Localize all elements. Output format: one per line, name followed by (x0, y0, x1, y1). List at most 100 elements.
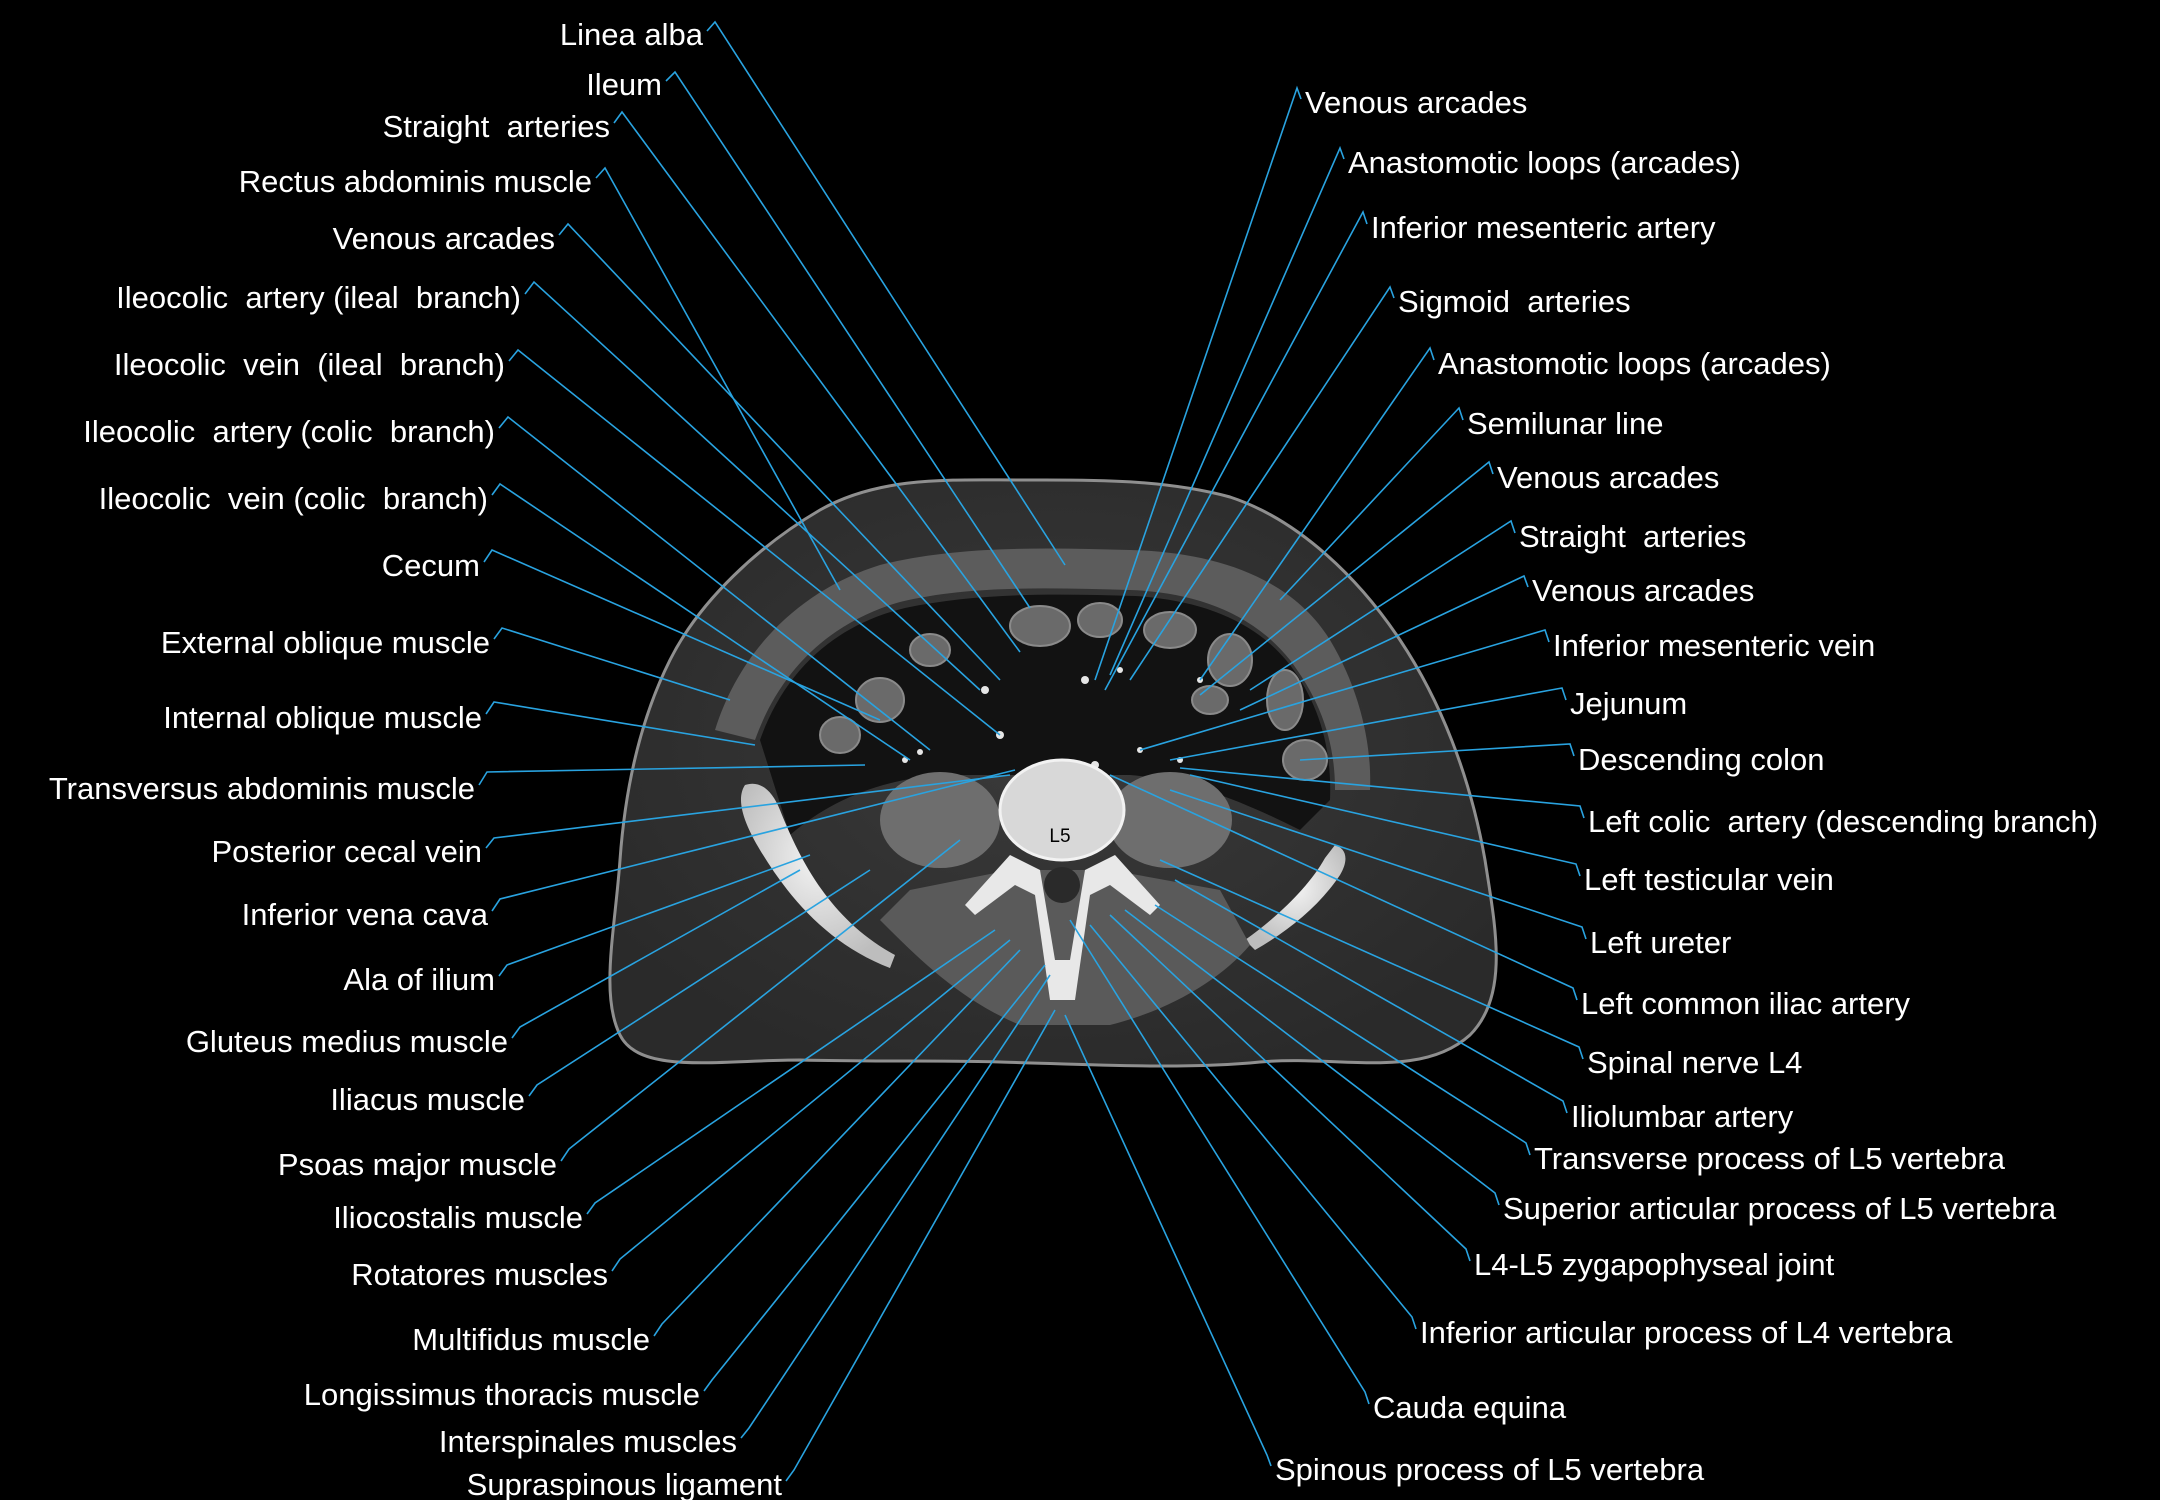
right-label-9: Inferior mesenteric vein (1553, 628, 1875, 663)
left-leader-line-4 (558, 222, 1001, 681)
right-leader-line-5 (1279, 406, 1464, 601)
left-leader-line-2 (613, 110, 1021, 653)
right-leader-line-9 (1139, 629, 1550, 751)
left-leader-line-7 (498, 415, 931, 751)
left-label-1: Ileum (586, 67, 662, 102)
right-label-20: L4-L5 zygapophyseal joint (1474, 1247, 1835, 1282)
left-label-17: Iliacus muscle (330, 1082, 525, 1117)
left-label-21: Multifidus muscle (412, 1322, 650, 1357)
left-label-2: Straight arteries (383, 109, 610, 144)
right-label-21: Inferior articular process of L4 vertebr… (1420, 1315, 1953, 1350)
left-label-18: Psoas major muscle (278, 1147, 557, 1182)
right-leader-line-22 (1069, 919, 1370, 1405)
left-leader-line-23 (740, 974, 1051, 1439)
left-leader-line-17 (528, 869, 871, 1097)
left-label-5: Ileocolic artery (ileal branch) (116, 280, 521, 315)
left-leader-line-1 (665, 70, 1031, 609)
left-leader-line-12 (478, 764, 866, 786)
ct-scan-image: L5 (608, 478, 1498, 1068)
left-leader-line-22 (703, 964, 1046, 1392)
right-label-12: Left colic artery (descending branch) (1588, 804, 2098, 839)
right-label-15: Left common iliac artery (1581, 986, 1911, 1021)
left-leader-line-14 (491, 769, 1016, 912)
left-label-4: Venous arcades (333, 221, 555, 256)
left-label-11: Internal oblique muscle (163, 700, 482, 735)
left-leader-line-5 (524, 280, 981, 691)
right-leader-line-11 (1299, 743, 1575, 761)
right-label-0: Venous arcades (1305, 85, 1527, 120)
left-leader-line-6 (508, 348, 1001, 736)
right-label-8: Venous arcades (1532, 573, 1754, 608)
right-leader-line-15 (1109, 774, 1578, 1001)
left-leader-line-16 (511, 869, 801, 1039)
left-leader-line-10 (493, 627, 731, 701)
l5-posterior-elements (965, 855, 1160, 1000)
left-psoas (880, 772, 1000, 868)
right-label-10: Jejunum (1570, 686, 1687, 721)
left-label-7: Ileocolic artery (colic branch) (83, 414, 495, 449)
right-leader-line-0 (1094, 85, 1302, 681)
right-leader-line-16 (1159, 859, 1584, 1060)
right-leader-line-23 (1064, 1014, 1272, 1467)
right-leader-line-1 (1109, 145, 1345, 676)
left-label-0: Linea alba (560, 17, 704, 52)
left-label-6: Ileocolic vein (ileal branch) (114, 347, 505, 382)
right-psoas (1108, 772, 1232, 868)
right-label-19: Superior articular process of L5 vertebr… (1503, 1191, 2057, 1226)
left-leader-line-3 (595, 166, 841, 591)
left-leader-line-24 (785, 1009, 1056, 1482)
vertebra-label: L5 (1049, 826, 1070, 847)
right-label-5: Semilunar line (1467, 406, 1663, 441)
right-leader-line-7 (1249, 519, 1516, 691)
right-label-23: Spinous process of L5 vertebra (1275, 1452, 1705, 1487)
right-label-17: Iliolumbar artery (1571, 1099, 1794, 1134)
left-label-20: Rotatores muscles (351, 1257, 608, 1292)
left-label-8: Ileocolic vein (colic branch) (99, 481, 488, 516)
right-leader-line-19 (1124, 909, 1500, 1206)
right-leader-line-3 (1129, 285, 1395, 681)
left-leader-line-15 (498, 854, 811, 977)
right-leader-line-2 (1104, 209, 1368, 691)
right-label-16: Spinal nerve L4 (1587, 1045, 1802, 1080)
right-leader-line-17 (1174, 879, 1568, 1114)
right-leader-line-13 (1189, 774, 1581, 877)
right-label-2: Inferior mesenteric artery (1371, 210, 1716, 245)
left-leader-line-11 (485, 701, 756, 746)
left-label-13: Posterior cecal vein (211, 834, 482, 869)
left-label-3: Rectus abdominis muscle (239, 164, 592, 199)
right-leader-line-8 (1239, 574, 1529, 711)
right-leader-line-14 (1169, 789, 1587, 940)
right-leader-line-18 (1154, 904, 1531, 1156)
left-label-10: External oblique muscle (161, 625, 490, 660)
right-leader-line-21 (1089, 924, 1417, 1330)
left-label-9: Cecum (382, 548, 480, 583)
left-leader-line-0 (706, 20, 1066, 566)
left-leader-line-18 (560, 839, 961, 1162)
right-label-6: Venous arcades (1497, 460, 1719, 495)
right-label-18: Transverse process of L5 vertebra (1534, 1141, 2006, 1176)
left-label-19: Iliocostalis muscle (333, 1200, 583, 1235)
right-leader-line-20 (1109, 914, 1471, 1262)
right-label-13: Left testicular vein (1584, 862, 1834, 897)
right-leader-line-6 (1199, 460, 1494, 696)
left-leader-line-9 (483, 548, 881, 721)
left-label-16: Gluteus medius muscle (186, 1024, 508, 1059)
right-label-4: Anastomotic loops (arcades) (1438, 346, 1831, 381)
right-label-11: Descending colon (1578, 742, 1824, 777)
abdominal-wall-band (715, 548, 1371, 790)
left-leader-line-8 (491, 482, 911, 761)
left-label-24: Supraspinous ligament (467, 1467, 783, 1500)
left-label-14: Inferior vena cava (242, 897, 489, 932)
left-leader-line-19 (586, 929, 996, 1215)
right-label-22: Cauda equina (1373, 1390, 1567, 1425)
right-label-1: Anastomotic loops (arcades) (1348, 145, 1741, 180)
spinal-canal (1044, 867, 1080, 903)
left-label-22: Longissimus thoracis muscle (304, 1377, 700, 1412)
right-leader-line-10 (1169, 687, 1567, 761)
right-label-7: Straight arteries (1519, 519, 1746, 554)
right-label-14: Left ureter (1590, 925, 1731, 960)
right-label-3: Sigmoid arteries (1398, 284, 1631, 319)
